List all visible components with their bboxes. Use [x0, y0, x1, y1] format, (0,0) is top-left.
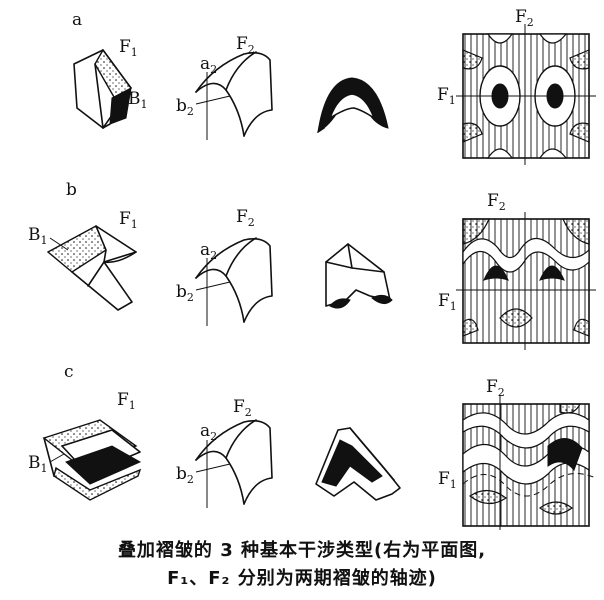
row-b-map-f2-label: F2 [487, 191, 506, 213]
row-b: b F1 B1 F2 a2 b2 [28, 180, 596, 350]
row-b-b2-label: b2 [176, 282, 194, 304]
row-c-interference-result [315, 427, 401, 501]
row-a-second-fold [195, 51, 273, 140]
row-a-b1-label: B1 [128, 89, 148, 111]
row-a-interference-result [317, 77, 389, 133]
row-c-map-f2-label: F2 [486, 377, 505, 399]
row-a-map-pattern [456, 24, 596, 165]
row-a-a2-label: a2 [200, 54, 217, 76]
row-a-b2-label: b2 [176, 96, 194, 118]
row-a-f2-label: F2 [236, 34, 255, 56]
row-a-map-f1-label: F1 [437, 85, 456, 107]
row-c-map-f1-label: F1 [438, 469, 457, 491]
row-a: a F1 B1 F2 a2 b2 [72, 7, 596, 165]
row-b-map-pattern [456, 212, 596, 350]
row-b-b1-leader [49, 237, 69, 251]
row-c: c F1 B1 F2 a2 b2 [28, 362, 597, 530]
row-b-f2-label: F2 [236, 207, 255, 229]
row-b-first-fold-block [46, 225, 137, 311]
row-b-f1-label: F1 [119, 209, 138, 231]
row-b-b1-label: B1 [28, 225, 48, 247]
row-c-b1-leader [49, 453, 65, 463]
caption-line-1: 叠加褶皱的 3 种基本干涉类型(右为平面图, [117, 540, 487, 561]
row-b-map-f1-label: F1 [438, 291, 457, 313]
row-c-f1-label: F1 [117, 390, 136, 412]
row-c-second-fold [195, 419, 273, 508]
row-c-f2-label: F2 [233, 397, 252, 419]
row-b-interference-result [325, 243, 393, 309]
row-a-f1-label: F1 [119, 37, 138, 59]
row-label-b: b [66, 180, 77, 200]
row-c-b2-label: b2 [176, 464, 194, 486]
row-a-map-f2-label: F2 [515, 7, 534, 29]
row-c-a2-label: a2 [200, 421, 217, 443]
row-a-b1-leader [121, 91, 134, 97]
row-c-first-fold-block [42, 419, 142, 501]
row-c-b1-label: B1 [28, 453, 48, 475]
row-b-a2-label: a2 [200, 240, 217, 262]
row-a-first-fold-block [73, 48, 132, 129]
row-c-map-pattern [462, 395, 597, 530]
caption-line-2: F₁、F₂ 分别为两期褶皱的轴迹) [167, 568, 437, 589]
row-b-second-fold [195, 237, 273, 326]
row-label-a: a [72, 10, 82, 30]
row-label-c: c [64, 362, 74, 382]
